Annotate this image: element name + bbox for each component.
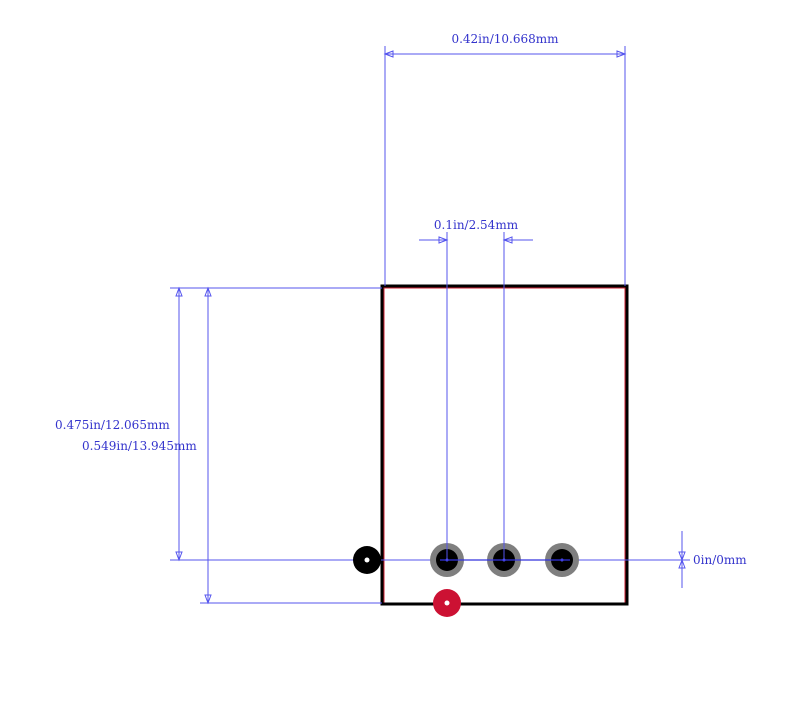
origin-pad-hole (444, 600, 450, 606)
dimension-offset (678, 531, 686, 588)
height-body-arrow-bottom (175, 551, 183, 562)
pitch-arrow-left (438, 236, 449, 244)
height-body-label: 0.475in/12.065mm (55, 418, 170, 432)
offset-arrow-top (678, 551, 686, 562)
height-body-arrow-top (175, 286, 183, 297)
width-label: 0.42in/10.668mm (451, 32, 559, 46)
pitch-label: 0.1in/2.54mm (434, 218, 519, 232)
height-total-arrow-top (204, 286, 212, 297)
offset-label: 0in/0mm (693, 553, 747, 567)
height-total-label: 0.549in/13.945mm (82, 439, 197, 453)
width-arrow-right (616, 50, 627, 58)
offset-arrow-bottom (678, 558, 686, 569)
origin-pad (433, 589, 461, 617)
pitch-arrow-right (502, 236, 513, 244)
height-total-arrow-bottom (204, 594, 212, 605)
mount-pad (353, 546, 381, 574)
width-arrow-left (383, 50, 394, 58)
dimension-width (383, 46, 627, 286)
dimension-height (170, 286, 382, 605)
mount-pad-hole (364, 557, 370, 563)
dimension-pitch (419, 232, 533, 560)
